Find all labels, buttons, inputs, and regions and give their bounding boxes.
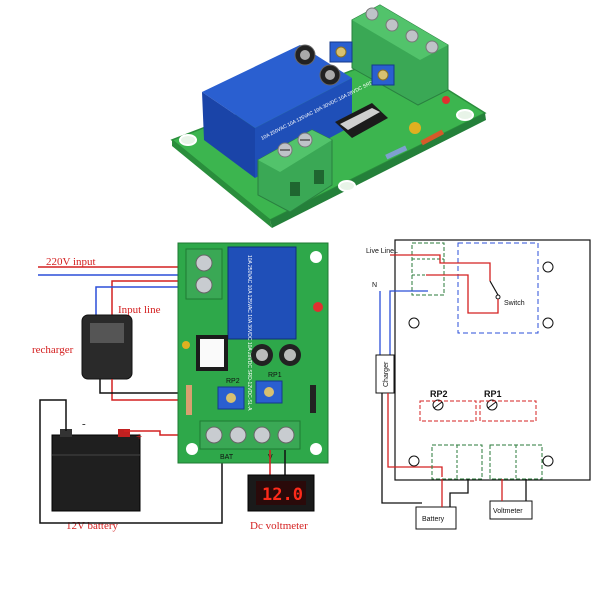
schematic-rp1 xyxy=(479,400,537,422)
wire-recharger-black xyxy=(99,379,186,394)
resistor xyxy=(186,385,192,415)
screw xyxy=(195,254,213,272)
pcb-board-edge xyxy=(172,140,272,228)
screw xyxy=(277,426,295,444)
mount-hole xyxy=(338,180,356,192)
schematic-voltmeter xyxy=(489,500,533,520)
label-rp1-schematic: RP1 xyxy=(484,389,502,399)
screw xyxy=(195,276,213,294)
mount-hole xyxy=(456,109,474,121)
label-voltmeter-box: Voltmeter xyxy=(493,508,523,515)
rp2-symbol xyxy=(432,399,444,411)
screw xyxy=(229,426,247,444)
wire-input-line-red xyxy=(111,280,192,315)
label-n: N xyxy=(372,282,377,289)
led xyxy=(442,96,450,104)
screw xyxy=(205,426,223,444)
schematic-wire-charger-black xyxy=(381,393,422,504)
label-rp1: RP1 xyxy=(268,372,282,379)
label-12v-battery: 12V battery xyxy=(66,520,119,532)
schematic-wire-charger-red xyxy=(387,393,443,477)
schematic-input-terminal xyxy=(411,242,445,296)
label-switch: Switch xyxy=(504,300,525,307)
schematic-board-outline xyxy=(394,239,591,481)
label-220v-input: 220V input xyxy=(46,256,96,268)
led xyxy=(313,302,323,312)
label-rp2: RP2 xyxy=(226,378,240,385)
screw xyxy=(253,426,271,444)
schematic-wire-bat-black xyxy=(449,479,469,507)
label-charger: Charger xyxy=(383,361,390,387)
diode xyxy=(420,129,445,146)
wire-recharger-red xyxy=(111,379,186,401)
screw xyxy=(365,7,379,21)
wire-battery-black xyxy=(39,399,223,524)
label-rp2-schematic: RP2 xyxy=(430,389,448,399)
label-input-line: Input line xyxy=(118,304,161,316)
schematic-charger xyxy=(375,354,395,394)
switch-contact xyxy=(489,280,499,296)
pcb-board-edge-right xyxy=(270,113,486,228)
resistor xyxy=(385,145,408,160)
label-recharger: recharger xyxy=(32,344,74,356)
voltmeter-reading: 12.0 xyxy=(262,485,303,505)
relay-diagram-text: 10A 250VAC 10A 125VAC 10A 30VDC 10A 28VD… xyxy=(246,255,252,411)
schematic-switch-area xyxy=(457,242,539,334)
mount-hole xyxy=(179,134,197,146)
battery-body xyxy=(51,434,141,512)
screw xyxy=(425,40,439,54)
label-live-line: Live Line xyxy=(366,248,394,255)
schematic-wire-neutral-2 xyxy=(389,290,428,355)
wiring-diagram: 220V input Input line recharger - + 12V … xyxy=(32,242,329,532)
schematic-battery xyxy=(415,506,457,530)
label-battery-box: Battery xyxy=(422,516,445,523)
terminal-bat: BAT xyxy=(220,454,234,461)
label-dc-voltmeter: Dc voltmeter xyxy=(250,520,308,532)
label-l: L xyxy=(394,248,398,255)
module-photo: 10A 250VAC 10A 125VAC 10A 30VDC 10A 28VD… xyxy=(170,4,487,228)
schematic-wire-switch xyxy=(426,274,499,314)
screw xyxy=(385,18,399,32)
schematic-rp2 xyxy=(419,400,477,422)
terminal-block-top xyxy=(258,130,332,172)
diode xyxy=(310,385,316,413)
relay-top xyxy=(202,45,352,128)
yellow-capacitor xyxy=(409,122,421,134)
wire-input-line-blue xyxy=(95,286,188,315)
battery-minus: - xyxy=(82,418,86,430)
screw xyxy=(405,29,419,43)
schematic-wire-live xyxy=(390,254,491,281)
schematic-diagram: Switch Live Line L N Charger RP2 RP1 Bat… xyxy=(366,239,591,530)
battery-plus: + xyxy=(136,431,142,443)
rp1-symbol xyxy=(486,399,498,411)
relay xyxy=(227,246,297,340)
relay-front xyxy=(202,92,255,178)
